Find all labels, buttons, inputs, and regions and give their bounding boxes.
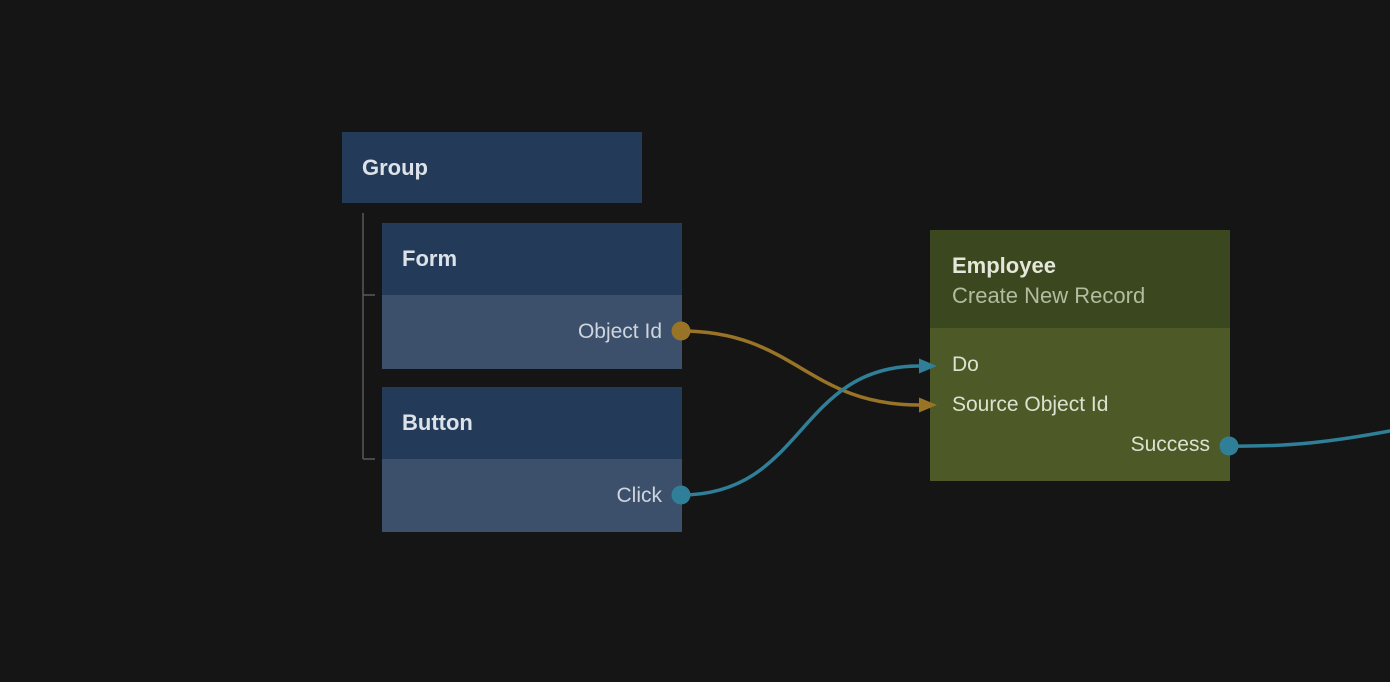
button-click-port-label: Click [616, 483, 663, 507]
form-object-id-port-label: Object Id [577, 320, 662, 343]
wire-success-outgoing[interactable] [1227, 429, 1390, 448]
node-employee-subtitle: Create New Record [952, 283, 1146, 308]
wire-object-id-to-source-object-id[interactable] [679, 329, 921, 407]
group-hierarchy-tree-line [362, 213, 375, 460]
node-employee[interactable]: Employee Create New Record Do Source Obj… [930, 230, 1230, 481]
node-button-title: Button [382, 387, 682, 459]
node-form[interactable]: Form Object Id [382, 223, 682, 369]
node-button[interactable]: Button Click [382, 387, 682, 532]
node-group[interactable]: Group [342, 132, 642, 203]
node-group-title: Group [342, 132, 642, 203]
node-form-title: Form [382, 223, 682, 295]
wire-click-to-do[interactable] [679, 364, 921, 497]
node-employee-header: Employee Create New Record [930, 230, 1230, 328]
employee-do-port-row[interactable]: Do [952, 353, 979, 376]
employee-success-port-row[interactable]: Success [1130, 433, 1210, 456]
employee-source-object-id-port-row[interactable]: Source Object Id [952, 393, 1109, 416]
form-object-id-port-row[interactable]: Object Id [382, 295, 682, 369]
node-employee-body: Do Source Object Id Success [930, 328, 1230, 481]
node-employee-title: Employee [952, 253, 1056, 278]
button-click-port-row[interactable]: Click [382, 459, 682, 532]
